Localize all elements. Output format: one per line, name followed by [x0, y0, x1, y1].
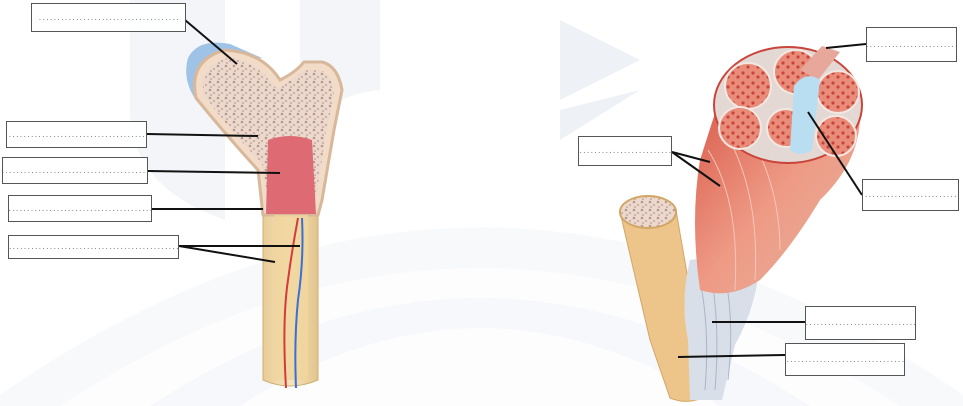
bone-label-1[interactable]: ...................................... — [31, 3, 186, 32]
bone-label-3[interactable]: ........................................… — [2, 157, 148, 184]
muscle-label-3[interactable]: ................................. — [862, 179, 959, 211]
attached-bone-end — [620, 196, 676, 228]
muscle-label-5[interactable]: ........................................ — [785, 343, 905, 376]
bone-label-5[interactable]: ........................................… — [8, 235, 179, 259]
muscle-label-2[interactable]: ................................... — [578, 136, 672, 166]
bone-label-4[interactable]: ........................................… — [8, 195, 152, 222]
red-marrow — [266, 136, 316, 214]
muscle-label-4[interactable]: ........................................ — [805, 306, 916, 340]
bone-label-2[interactable]: ........................................… — [6, 121, 147, 148]
muscle-label-1[interactable]: ........................... — [866, 27, 957, 62]
